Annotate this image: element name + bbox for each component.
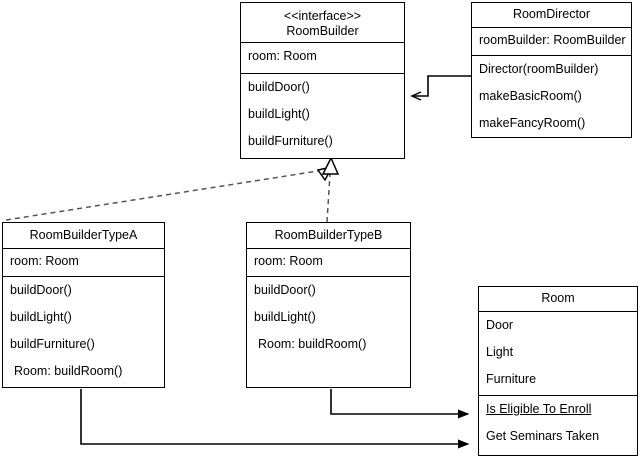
class-attributes-room-builder-type-a: room: Room — [3, 249, 164, 277]
class-header-room-builder: <<interface>> RoomBuilder — [241, 3, 404, 43]
attribute-row: Furniture — [486, 372, 537, 386]
method-row: buildFurniture() — [248, 134, 333, 148]
class-header-room-builder-type-a: RoomBuilderTypeA — [3, 223, 164, 249]
attribute-row: Light — [486, 345, 514, 359]
class-methods-room: Is Eligible To Enroll Get Seminars Taken — [479, 396, 637, 455]
attribute-row: roomBuilder: RoomBuilder — [479, 33, 626, 47]
connector-typeb-to-room — [330, 389, 468, 414]
class-attributes-room-builder-type-b: room: Room — [247, 249, 410, 277]
class-box-room-builder-type-b[interactable]: RoomBuilderTypeB room: Room buildDoor() … — [246, 222, 411, 388]
connector-typeb-realization — [321, 156, 340, 223]
class-name-room: Room — [541, 291, 575, 305]
method-row: buildDoor() — [248, 80, 310, 94]
method-row: Get Seminars Taken — [486, 429, 600, 443]
class-name-room-builder-type-b: RoomBuilderTypeB — [274, 228, 383, 242]
attribute-row: room: Room — [10, 254, 79, 268]
class-header-room-builder-type-b: RoomBuilderTypeB — [247, 223, 410, 249]
class-box-room-builder-type-a[interactable]: RoomBuilderTypeA room: Room buildDoor() … — [2, 222, 165, 388]
class-attributes-room: Door Light Furniture — [479, 312, 637, 396]
method-row: Room: buildRoom() — [258, 337, 367, 351]
method-row-static: Is Eligible To Enroll — [486, 402, 592, 416]
attribute-row: Door — [486, 318, 514, 332]
class-methods-room-builder: buildDoor() buildLight() buildFurniture(… — [241, 74, 404, 158]
connector-director-to-builder — [410, 75, 471, 101]
class-attributes-room-director: roomBuilder: RoomBuilder — [472, 28, 631, 56]
method-row: buildDoor() — [254, 283, 316, 297]
method-row: Room: buildRoom() — [14, 364, 123, 378]
class-name-room-director: RoomDirector — [512, 7, 591, 21]
class-methods-room-builder-type-a: buildDoor() buildLight() buildFurniture(… — [3, 277, 164, 387]
method-row: Director(roomBuilder) — [479, 62, 599, 76]
class-methods-room-builder-type-b: buildDoor() buildLight() Room: buildRoom… — [247, 277, 410, 387]
attribute-row: room: Room — [248, 49, 317, 63]
class-box-room-director[interactable]: RoomDirector roomBuilder: RoomBuilder Di… — [471, 2, 632, 138]
class-box-room-builder[interactable]: <<interface>> RoomBuilder room: Room bui… — [240, 2, 405, 159]
class-header-room-director: RoomDirector — [472, 3, 631, 28]
method-row: buildLight() — [10, 310, 72, 324]
class-name-room-builder-type-a: RoomBuilderTypeA — [29, 228, 138, 242]
method-row: buildLight() — [254, 310, 316, 324]
method-row: buildDoor() — [10, 283, 72, 297]
connector-typea-realization — [5, 165, 334, 221]
class-name-room-builder: <<interface>> RoomBuilder — [283, 9, 362, 38]
method-row: makeBasicRoom() — [479, 89, 582, 103]
class-header-room: Room — [479, 287, 637, 312]
class-methods-room-director: Director(roomBuilder) makeBasicRoom() ma… — [472, 56, 631, 137]
class-attributes-room-builder: room: Room — [241, 43, 404, 74]
class-box-room[interactable]: Room Door Light Furniture Is Eligible To… — [478, 286, 638, 456]
method-row: buildFurniture() — [10, 337, 95, 351]
attribute-row: room: Room — [254, 254, 323, 268]
connector-typea-to-room — [80, 389, 468, 444]
method-row: buildLight() — [248, 107, 310, 121]
method-row: makeFancyRoom() — [479, 116, 586, 130]
